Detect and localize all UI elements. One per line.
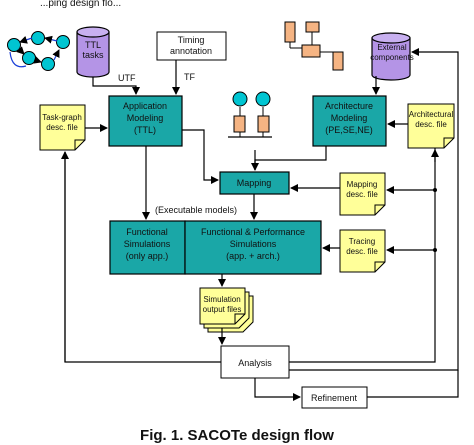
architecture-blocks-icon: [284, 21, 344, 71]
functional-simulations-box: [109, 220, 186, 275]
executable-models-label: (Executable models): [155, 205, 237, 215]
mapping-icon: [228, 91, 272, 138]
utf-label: UTF: [118, 73, 136, 83]
timing-annotation-box: [156, 31, 227, 61]
refinement-label: Refinement: [311, 393, 358, 403]
mapping-label: Mapping: [237, 178, 272, 188]
task-graph-icon: [7, 31, 70, 71]
functional-performance-simulations-box: [184, 220, 322, 275]
tf-label: TF: [184, 72, 195, 82]
figure-caption: Fig. 1. SACOTe design flow: [140, 427, 334, 444]
connectors: UTF TF (Executable models): [61, 48, 459, 401]
cropped-top-text: ...ping design flo...: [40, 0, 121, 9]
analysis-box: [220, 345, 290, 379]
analysis-label: Analysis: [238, 358, 272, 368]
architecture-modeling-box: [312, 95, 387, 147]
